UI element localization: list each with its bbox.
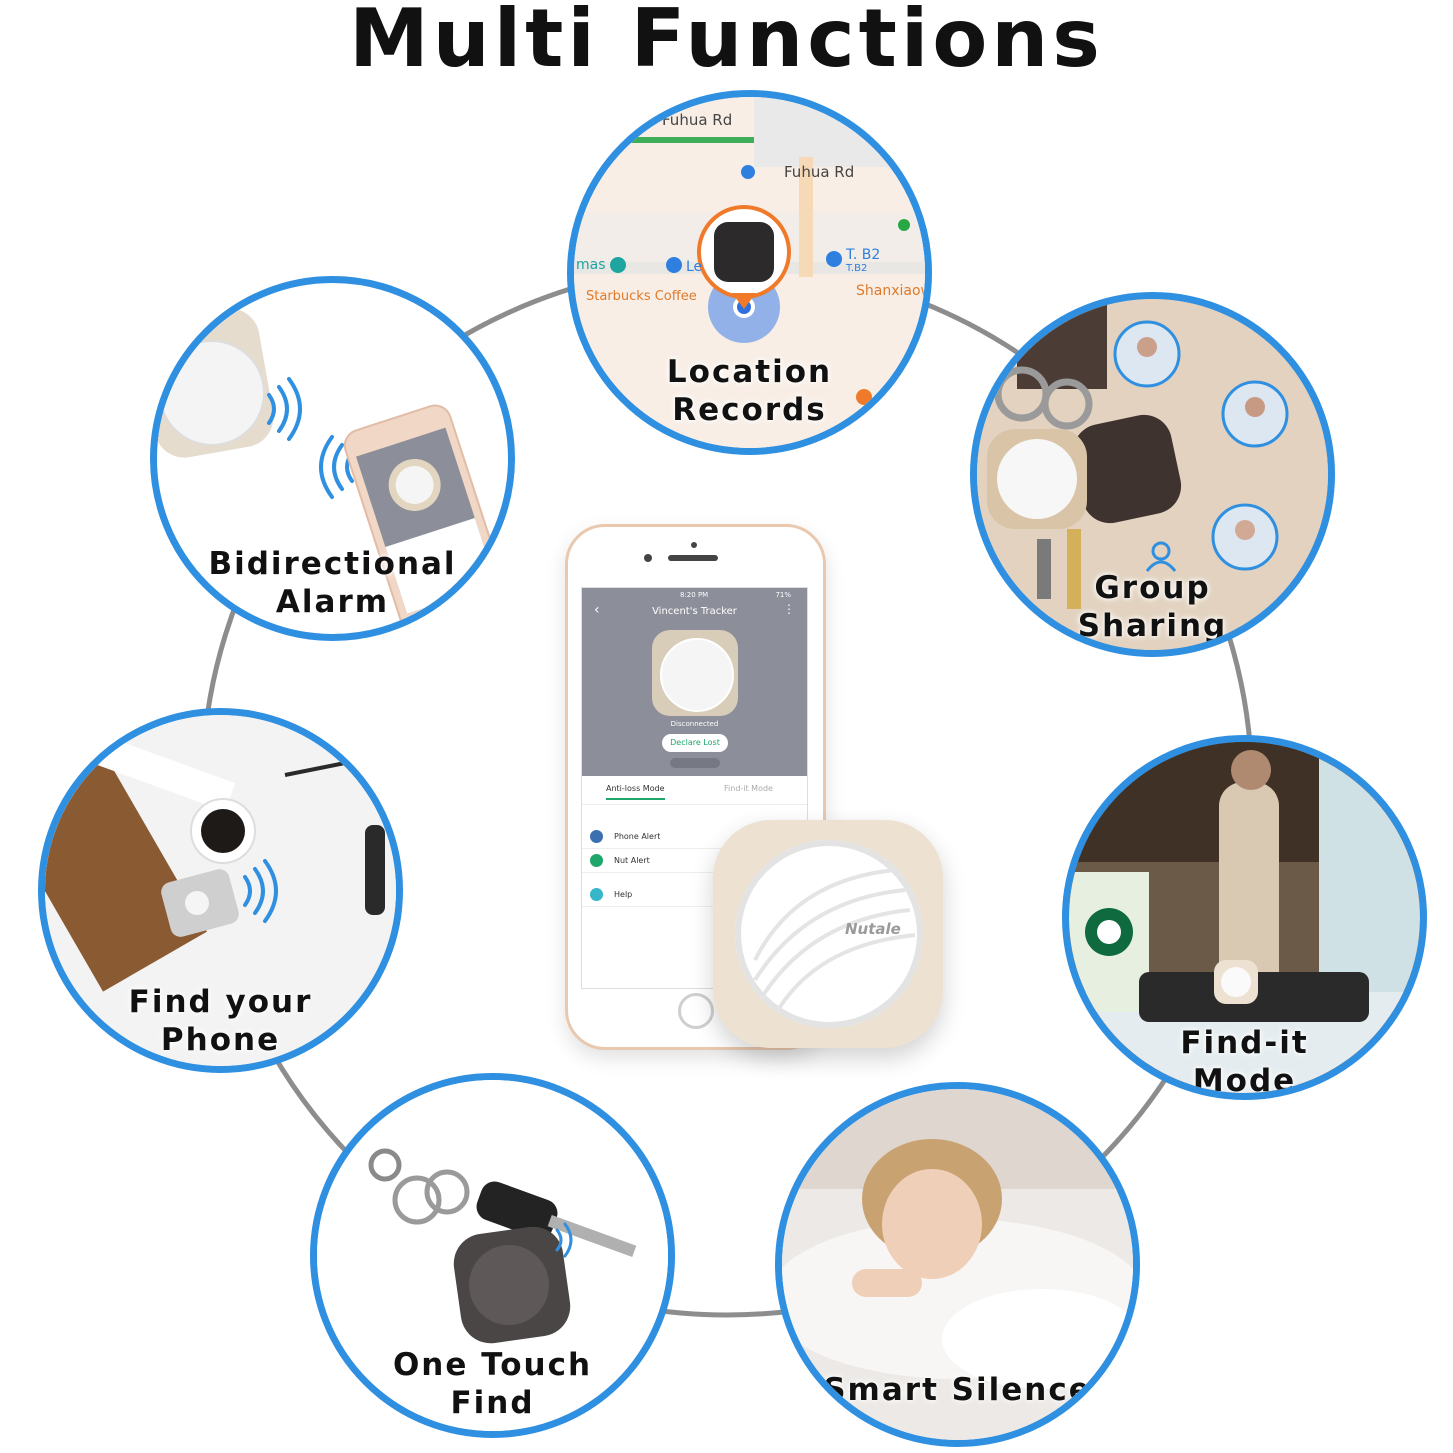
device-face <box>660 638 734 712</box>
feature-label-line1: Bidirectional <box>208 546 457 582</box>
more-icon[interactable]: ⋮ <box>783 602 795 616</box>
feature-label: Find your Phone <box>45 983 396 1059</box>
feature-smart-silence: Smart Silence <box>775 1082 1140 1447</box>
setting-label: Nut Alert <box>614 856 650 865</box>
alarm-scene <box>157 308 508 632</box>
map-label-road2: Fuhua Rd <box>784 163 855 181</box>
feature-label-line1: Smart Silence <box>823 1372 1092 1408</box>
feature-find-it-mode: Find-it Mode <box>1062 735 1427 1100</box>
group-scene <box>977 299 1328 650</box>
feature-label-line2: Sharing <box>1077 608 1228 644</box>
earpiece <box>668 555 718 561</box>
feature-label-line1: Location <box>666 354 833 390</box>
map-label-poi1: Starbucks Coffee <box>586 289 697 304</box>
map-label-road1: Fuhua Rd <box>662 111 733 129</box>
feature-label-line2: Find <box>450 1385 535 1421</box>
feature-location-records: Fuhua Rd Fuhua Rd mas Le T. B2 T.B2 Star… <box>567 90 932 455</box>
help-icon <box>590 888 603 901</box>
device-image <box>652 630 738 716</box>
user-icon <box>1145 541 1177 572</box>
device-status: Disconnected <box>670 720 719 728</box>
feature-label-line2: Phone <box>160 1022 281 1058</box>
sleep-scene <box>782 1089 1133 1440</box>
feature-label: Group Sharing <box>977 569 1328 645</box>
setting-label: Help <box>614 890 633 899</box>
phone-alert-icon <box>590 830 603 843</box>
feature-label: One Touch Find <box>317 1346 668 1422</box>
feature-label-line2: Mode <box>1192 1063 1297 1099</box>
status-battery: 71% <box>775 591 791 599</box>
feature-bidirectional-alarm: Bidirectional Alarm <box>150 276 515 641</box>
feature-label-line2: Alarm <box>275 584 390 620</box>
setting-label: Phone Alert <box>614 832 661 841</box>
map-label-poi4: mas <box>576 257 606 273</box>
map-label-poi5: Le <box>686 259 703 275</box>
tab-find-it-mode[interactable]: Find-it Mode <box>724 784 773 793</box>
feature-label-line1: Find-it <box>1180 1025 1309 1061</box>
feature-label-line1: Group <box>1094 570 1211 606</box>
desk-scene <box>45 715 396 1066</box>
brand-logo: Nutale <box>845 920 901 938</box>
feature-find-your-phone: Find your Phone <box>38 708 403 1073</box>
nut-alert-icon <box>590 854 603 867</box>
front-sensor <box>644 554 652 562</box>
home-button[interactable] <box>678 993 714 1029</box>
status-time: 8:20 PM <box>680 591 709 599</box>
location-toggle[interactable] <box>670 758 720 768</box>
feature-label: Find-it Mode <box>1069 1024 1420 1099</box>
setting-row-phone-alert[interactable]: Phone Alert <box>582 826 807 849</box>
page-title: Multi Functions <box>349 0 1104 85</box>
signal-waves-icon <box>267 377 354 499</box>
feature-label: Bidirectional Alarm <box>157 545 508 621</box>
front-camera <box>691 542 697 548</box>
back-icon[interactable]: ‹ <box>594 602 600 618</box>
setting-row-help[interactable]: Help <box>582 884 807 907</box>
screen-title: Vincent's Tracker <box>652 606 737 617</box>
feature-label-line1: Find your <box>128 984 313 1020</box>
map-scene <box>574 97 925 448</box>
declare-lost-button[interactable]: Declare Lost <box>662 734 728 752</box>
tab-anti-loss-mode[interactable]: Anti-loss Mode <box>606 784 665 800</box>
feature-label-line2: Records <box>672 392 827 428</box>
feature-label-line1: One Touch <box>392 1347 593 1383</box>
map-label-poi2: T. B2 <box>846 247 881 263</box>
cafe-scene <box>1069 742 1420 1093</box>
keychain-scene <box>317 1080 668 1431</box>
map-label-poi3: Shanxiaow <box>856 283 932 299</box>
signal-waves-icon <box>243 859 278 923</box>
tracker-header: 8:20 PM 71% ‹ ⋮ Vincent's Tracker Discon… <box>582 588 807 776</box>
feature-one-touch-find: One Touch Find <box>310 1073 675 1438</box>
signal-waves-icon <box>555 1222 573 1258</box>
map-label-poi2-sub: T.B2 <box>846 263 868 274</box>
smartphone: 8:20 PM 71% ‹ ⋮ Vincent's Tracker Discon… <box>565 524 826 1050</box>
tracker-tag-face <box>735 840 923 1028</box>
tracker-tag: Nutale <box>713 820 943 1048</box>
feature-label: Smart Silence <box>782 1371 1133 1409</box>
feature-label: Location Records <box>574 353 925 429</box>
mode-tabs: Anti-loss Mode Find-it Mode <box>582 776 807 805</box>
tag-pattern <box>753 868 916 1016</box>
feature-group-sharing: Group Sharing <box>970 292 1335 657</box>
